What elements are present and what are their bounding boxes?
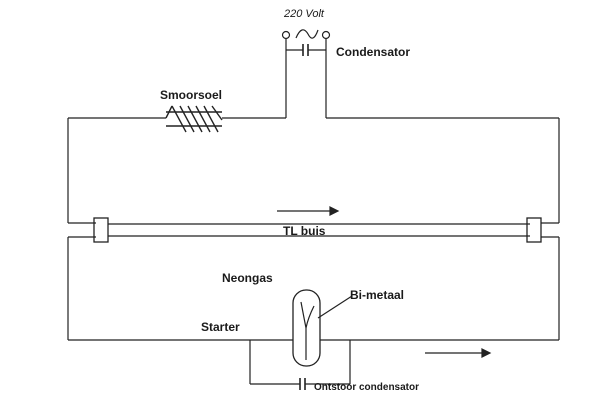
neongas-label: Neongas (222, 271, 273, 285)
voltage-label: 220 Volt (284, 8, 324, 20)
smoorspoel-label: Smoorsoel (160, 88, 223, 102)
starter-neon-bulb (292, 289, 321, 367)
starter-label: Starter (201, 320, 240, 334)
bimetaal-label: Bi-metaal (350, 288, 405, 302)
ac-wave-symbol (295, 29, 319, 39)
current-arrow-bottom (425, 348, 492, 358)
tube-end-cap-left (93, 217, 109, 243)
tl-buis-label: TL buis (283, 224, 326, 238)
current-arrow-top (277, 206, 340, 216)
tube-end-cap-right (526, 217, 542, 243)
ontstoor-condensator-symbol (299, 378, 306, 390)
supply-terminal-left (281, 30, 291, 40)
condensator-label: Condensator (336, 45, 411, 59)
ontstoor-condensator-label: Ontstoor condensator (314, 382, 420, 393)
bimetaal-leader-line (317, 295, 353, 319)
supply-terminal-right (321, 30, 331, 40)
condensator-symbol (286, 44, 326, 56)
bimetal-strip (300, 301, 315, 329)
smoorspoel-coil (165, 105, 223, 133)
